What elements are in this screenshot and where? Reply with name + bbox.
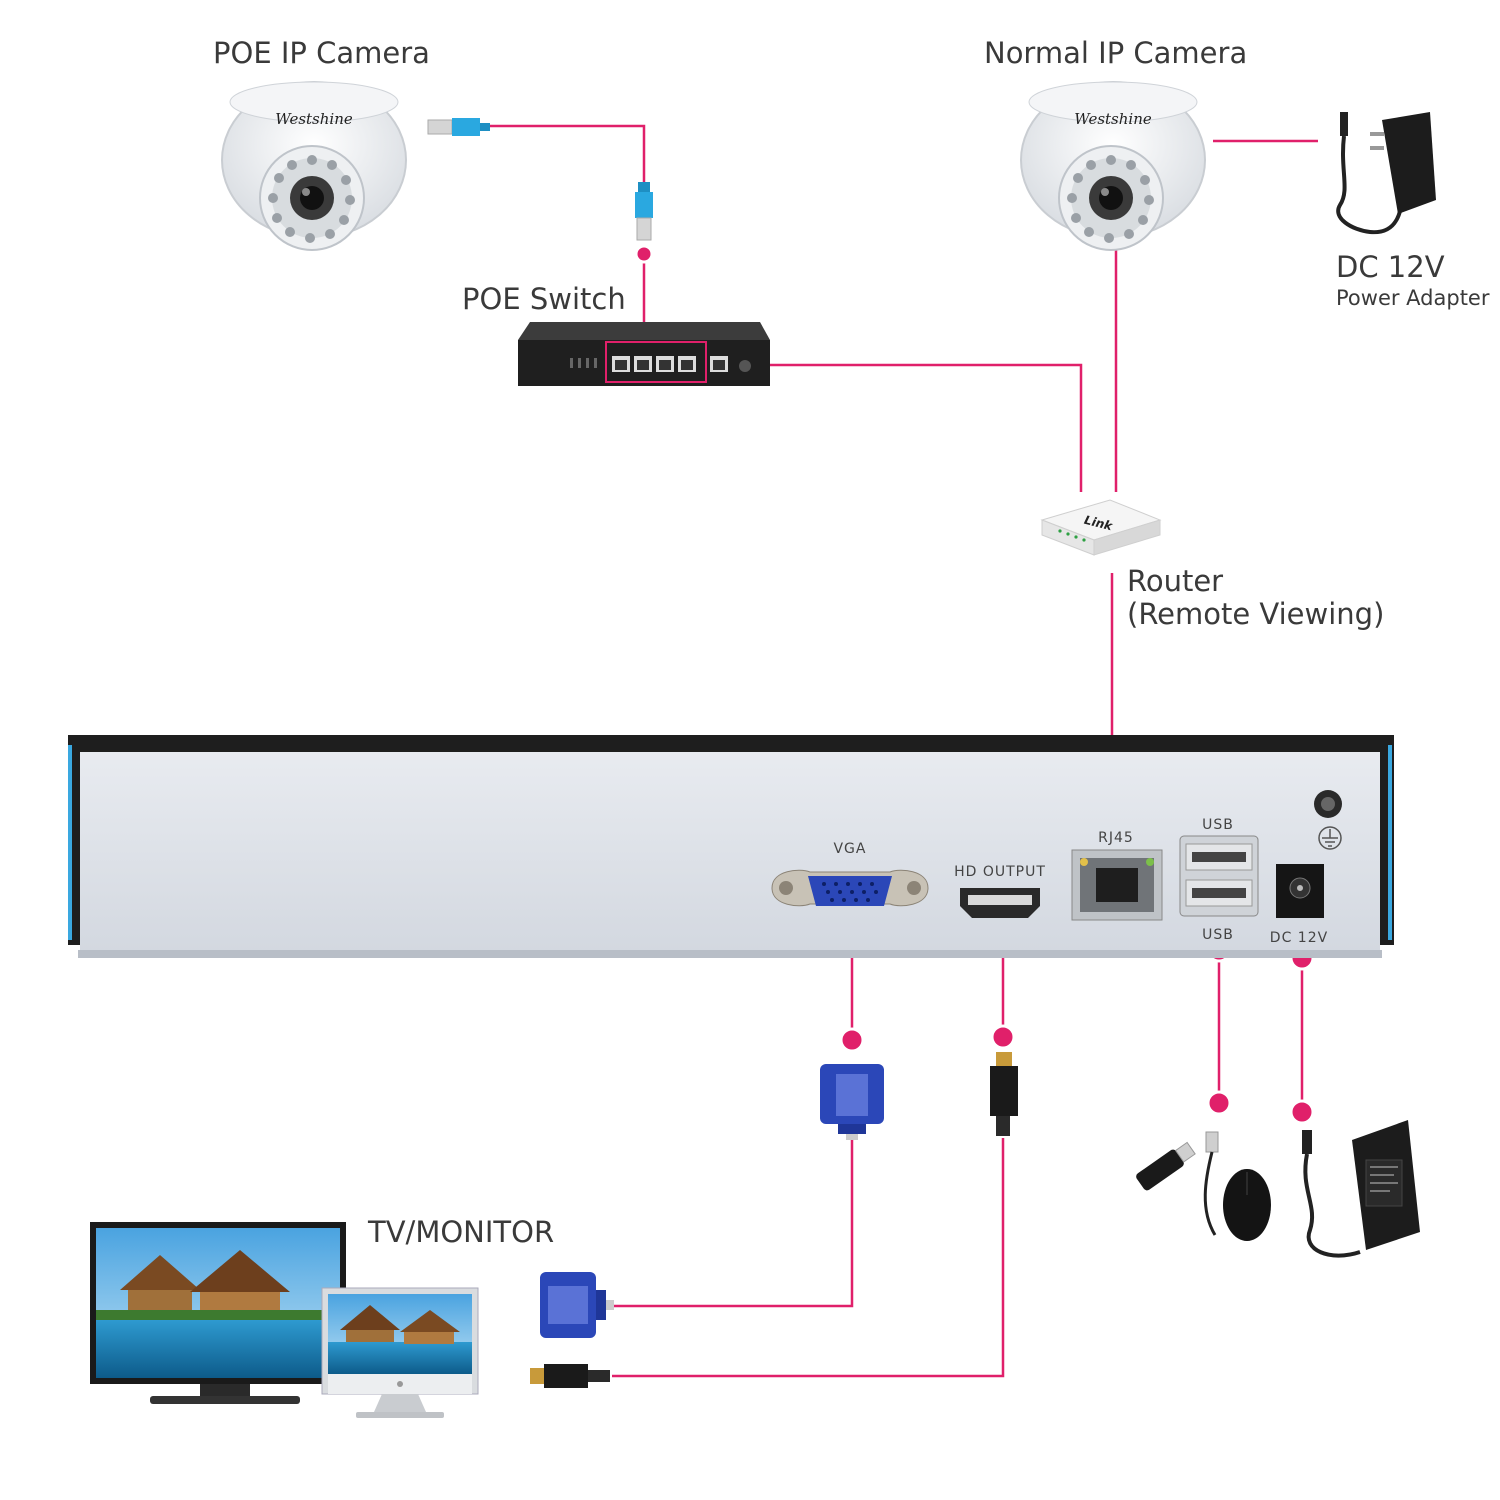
dc-adapter-top-image <box>1336 112 1436 235</box>
rj45-port: RJ45 <box>1071 830 1163 921</box>
normal-camera-label: Normal IP Camera <box>984 36 1248 70</box>
dc-port-label: DC 12V <box>1270 930 1328 946</box>
router-subtitle: (Remote Viewing) <box>1127 597 1385 631</box>
vga-port: VGA <box>771 841 929 907</box>
vga-plug-horizontal-image <box>540 1272 614 1338</box>
dot-switch-input <box>634 244 654 264</box>
ethernet-plug-horizontal <box>427 118 490 136</box>
normal-camera-brand: Westshine <box>1074 110 1152 128</box>
nvr-back-panel: VGA HD OUTPUT RJ45 <box>68 735 1394 958</box>
dc-adapter-bottom-image <box>1302 1120 1420 1258</box>
usb-bottom-label: USB <box>1202 927 1234 943</box>
dc-adapter-title: DC 12V <box>1336 250 1445 284</box>
line-poe-camera-to-switch <box>488 124 646 182</box>
hdmi-plug-horizontal-image <box>530 1364 610 1388</box>
tv-large-image <box>90 1222 346 1404</box>
router-image: Link <box>1040 499 1162 556</box>
line-switch-to-router <box>770 363 1083 492</box>
usb-top-label: USB <box>1202 817 1234 833</box>
tv-monitor-label: TV/MONITOR <box>368 1215 555 1249</box>
poe-switch-image <box>518 322 770 386</box>
connector-lines <box>488 124 1318 1378</box>
router-title: Router <box>1127 564 1224 598</box>
hdmi-plug-image <box>990 1052 1018 1136</box>
usb-dongle-image <box>1136 1141 1196 1191</box>
poe-camera-image: Westshine <box>221 81 407 251</box>
dot-hdmi-plug <box>990 1024 1016 1050</box>
poe-camera-label: POE IP Camera <box>213 36 430 70</box>
poe-camera-brand: Westshine <box>275 110 353 128</box>
dc-adapter-subtitle: Power Adapter <box>1336 286 1490 310</box>
poe-switch-label: POE Switch <box>462 282 626 316</box>
ethernet-plug-vertical <box>635 182 653 241</box>
vga-plug-image <box>820 1064 884 1140</box>
line-hdmi-to-monitor <box>612 1138 1005 1378</box>
ground-screw-icon <box>1314 790 1342 850</box>
rj45-port-label: RJ45 <box>1098 830 1134 846</box>
normal-camera-image: Westshine <box>1020 81 1206 251</box>
usb-mouse-image <box>1203 1131 1271 1241</box>
usb-ports: USB USB <box>1179 817 1259 943</box>
router-brand: Link <box>1083 513 1115 534</box>
vga-port-label: VGA <box>833 841 866 857</box>
hdmi-port: HD OUTPUT <box>954 864 1046 918</box>
dot-dc-adapter <box>1289 1099 1315 1125</box>
dc-port: DC 12V <box>1270 864 1328 946</box>
dot-usb-device <box>1206 1090 1232 1116</box>
hdmi-port-label: HD OUTPUT <box>954 864 1046 880</box>
line-vga-to-monitor <box>612 1134 854 1308</box>
dot-vga-plug <box>839 1027 865 1053</box>
monitor-small-image <box>321 1287 479 1418</box>
